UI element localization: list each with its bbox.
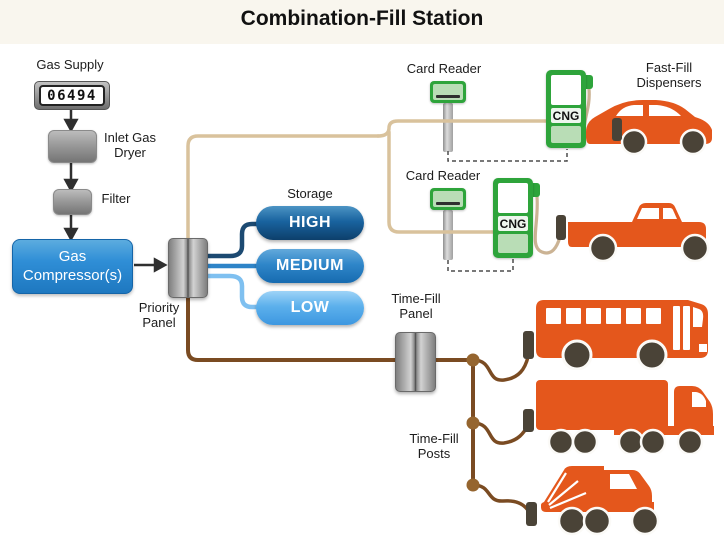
cng-badge: CNG	[551, 108, 581, 123]
storage-pill-medium: MEDIUM	[256, 249, 364, 283]
pipe-junction-dots	[466, 353, 480, 492]
fast-fill-dispensers-label: Fast-Fill Dispensers	[636, 60, 702, 90]
storage-label: Storage	[287, 186, 333, 201]
filter-label: Filter	[101, 191, 131, 206]
nozzle-holder-1	[583, 75, 593, 89]
card-reader-links	[447, 149, 568, 272]
card-reader-label-2: Card Reader	[405, 168, 481, 183]
cng-badge: CNG	[498, 216, 528, 231]
cng-dispenser-2: CNG	[493, 178, 533, 258]
storage-pill-low: LOW	[256, 291, 364, 325]
bus-icon	[536, 300, 708, 370]
dispenser-window-icon	[498, 183, 528, 213]
gas-meter-display: 06494	[39, 85, 105, 106]
filter-box	[53, 189, 92, 215]
card-slot-icon	[436, 95, 460, 98]
garbage-truck-icon	[541, 466, 660, 536]
inlet-gas-dryer-label: Inlet Gas Dryer	[103, 130, 157, 160]
priority-panel-label: Priority Panel	[138, 300, 180, 330]
time-fill-panel-label: Time-Fill Panel	[391, 291, 441, 321]
dispenser-panel-icon	[498, 234, 528, 253]
priority-panel	[168, 238, 208, 298]
card-slot-icon	[436, 202, 460, 205]
card-reader-2	[430, 188, 466, 210]
time-fill-posts-label: Time-Fill Posts	[409, 431, 459, 461]
storage-pipes	[203, 221, 265, 310]
nozzle-holder-2	[530, 183, 540, 197]
page-title: Combination-Fill Station	[240, 7, 484, 30]
time-fill-panel	[395, 332, 436, 392]
fuel-nozzle-icon	[612, 118, 622, 141]
dispenser-panel-icon	[551, 126, 581, 143]
header-band	[0, 0, 724, 44]
time-fill-pipe	[186, 260, 530, 511]
fuel-nozzle-icon	[526, 502, 537, 526]
supply-arrows	[63, 108, 168, 273]
fuel-nozzle-icon	[523, 331, 534, 359]
fuel-nozzle-icon	[556, 215, 566, 240]
gas-meter: 06494	[34, 81, 110, 110]
storage-pill-high: HIGH	[256, 206, 364, 240]
pickup-truck-icon	[568, 203, 710, 262]
gas-supply-label: Gas Supply	[36, 57, 104, 72]
card-reader-1	[430, 81, 466, 103]
semi-truck-icon	[536, 380, 714, 454]
dispenser-window-icon	[551, 75, 581, 105]
card-reader-post-2	[443, 210, 453, 260]
card-reader-label-1: Card Reader	[406, 61, 482, 76]
fuel-nozzle-icon	[523, 409, 534, 432]
cng-dispenser-1: CNG	[546, 70, 586, 148]
inlet-gas-dryer-box	[48, 130, 97, 163]
card-reader-post-1	[443, 103, 453, 152]
gas-compressor-box: Gas Compressor(s)	[12, 239, 133, 294]
